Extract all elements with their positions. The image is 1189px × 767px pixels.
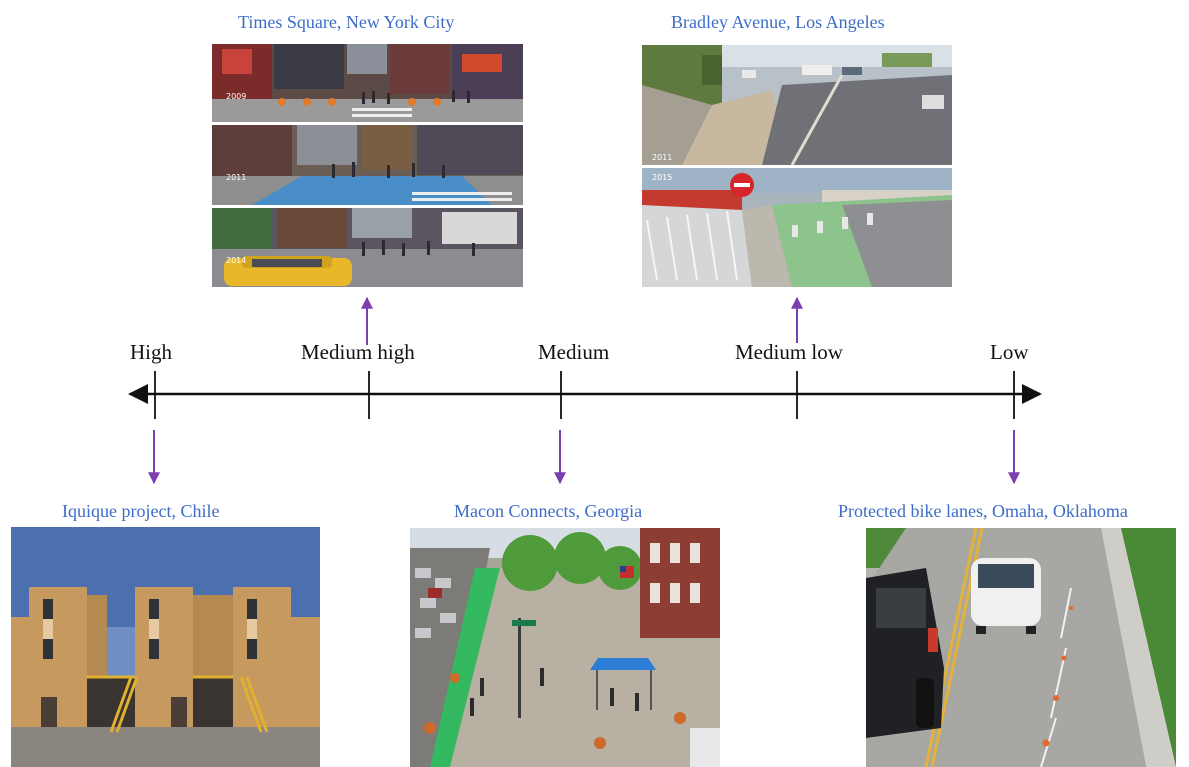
scale-label-medium-low: Medium low	[735, 340, 843, 364]
times-square-frame-2009	[212, 44, 523, 122]
caption-iquique: Iquique project, Chile	[62, 501, 220, 521]
bradley-avenue-photo: 2011 2015	[642, 45, 952, 287]
iquique-photo	[11, 527, 320, 767]
scale-label-medium: Medium	[538, 340, 610, 364]
bradley-frame-2015	[642, 168, 952, 287]
frame-year-2009: 2009	[226, 92, 246, 101]
caption-macon: Macon Connects, Georgia	[454, 501, 643, 521]
macon-photo	[410, 528, 720, 767]
bradley-frame-2011	[642, 45, 952, 166]
times-square-photo: 2009 2011 2014	[212, 44, 523, 287]
frame-year-2011: 2011	[226, 173, 246, 182]
omaha-photo	[866, 528, 1176, 767]
scale-label-medium-high: Medium high	[301, 340, 415, 364]
caption-omaha: Protected bike lanes, Omaha, Oklahoma	[838, 501, 1128, 521]
caption-times-square: Times Square, New York City	[238, 12, 455, 32]
scale-label-low: Low	[990, 340, 1029, 364]
frame-year-2011-bradley: 2011	[652, 153, 672, 162]
times-square-frame-2014	[212, 208, 523, 287]
scale-label-high: High	[130, 340, 172, 364]
frame-year-2014: 2014	[226, 256, 246, 265]
caption-bradley-avenue: Bradley Avenue, Los Angeles	[671, 12, 885, 32]
frame-year-2015-bradley: 2015	[652, 173, 672, 182]
times-square-frame-2011	[212, 125, 523, 205]
